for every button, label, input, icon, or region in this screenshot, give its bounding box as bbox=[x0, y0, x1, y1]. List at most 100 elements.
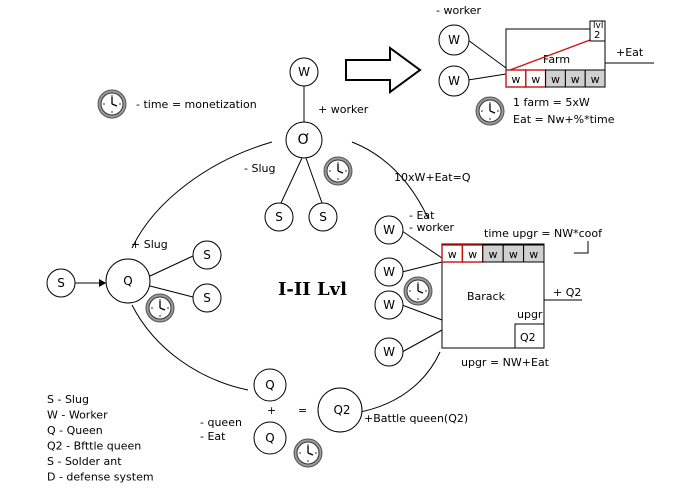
barrack-worker-node-1 bbox=[374, 215, 404, 245]
left-slug-out-node-1 bbox=[192, 240, 222, 270]
barrack-plus-q2: + Q2 bbox=[553, 286, 581, 299]
center-slug-node-2-label: S bbox=[319, 210, 327, 224]
time-legend-text: - time = monetization bbox=[136, 98, 257, 111]
barrack-worker-node-2 bbox=[374, 257, 404, 287]
farm-formula-2: Eat = Nw+%*time bbox=[513, 113, 615, 126]
barrack-upgr-value: Q2 bbox=[520, 331, 536, 344]
arc-bottom-right bbox=[359, 351, 441, 413]
left-slug-node-label: S bbox=[57, 276, 65, 290]
farm-minus-worker: - worker bbox=[436, 4, 481, 17]
left-slug-out-node-1-label: S bbox=[203, 248, 211, 262]
farm-slot-label-5: w bbox=[591, 73, 600, 86]
legend-item-4: Q2 - Bfttle queen bbox=[47, 440, 141, 453]
barrack-worker-node-1-label: W bbox=[383, 223, 395, 237]
center-queen-node bbox=[285, 121, 323, 159]
legend-item-3: Q - Queen bbox=[47, 424, 103, 437]
arrow-to-farm-icon bbox=[345, 46, 422, 94]
left-queen-node bbox=[105, 258, 151, 304]
barrack-clock-icon bbox=[403, 276, 433, 306]
legend-item-2: W - Worker bbox=[47, 409, 108, 422]
cycle-arcs bbox=[131, 141, 441, 413]
bottom-equals: = bbox=[298, 404, 307, 417]
center-cost-formula: 10xW+Eat=Q bbox=[394, 171, 471, 184]
farm-slot-label-1: w bbox=[511, 73, 520, 86]
farm-plus-eat: +Eat bbox=[616, 46, 644, 59]
barrack-worker-node-4 bbox=[374, 337, 404, 367]
time-legend-clock-icon bbox=[97, 89, 127, 119]
bottom-queen-node-1-label: Q bbox=[265, 378, 274, 392]
bottom-group: Q + Q - queen - Eat = Q2 +Battle queen(Q… bbox=[200, 368, 468, 468]
barrack-upgr-formula: upgr = NW+Eat bbox=[461, 356, 550, 369]
bottom-plus: + bbox=[267, 404, 276, 417]
legend-item-1: S - Slug bbox=[47, 393, 89, 406]
farm-level-box bbox=[589, 20, 606, 42]
left-slug-out-node-2-label: S bbox=[203, 291, 211, 305]
battle-queen-node-label: Q2 bbox=[333, 403, 350, 417]
left-clock-icon bbox=[145, 293, 175, 323]
barrack-worker-node-2-label: W bbox=[383, 265, 395, 279]
barrack-slot-label-5: w bbox=[529, 248, 538, 261]
barrack-minus-eat: - Eat bbox=[409, 209, 435, 222]
bottom-queen-node-2-label: Q bbox=[265, 431, 274, 445]
barrack-slot-label-3: w bbox=[489, 248, 498, 261]
left-plus-slug: + Slug bbox=[131, 238, 168, 251]
barrack-group: - Eat - worker time upgr = NW*coof W W W… bbox=[374, 209, 603, 369]
bottom-minus-eat: - Eat bbox=[200, 430, 226, 443]
farm-worker-node-2-label: W bbox=[448, 74, 460, 88]
farm-clock-icon bbox=[475, 96, 505, 126]
arc-bottom-left bbox=[131, 304, 249, 391]
barrack-worker-node-3 bbox=[374, 290, 404, 320]
farm-slot-label-4: w bbox=[571, 73, 580, 86]
center-worker-node bbox=[289, 57, 319, 87]
farm-worker-node-1 bbox=[438, 24, 470, 56]
center-plus-worker: + worker bbox=[318, 103, 369, 116]
barrack-time-upgr: time upgr = NW*coof bbox=[484, 227, 603, 240]
legend-item-5: S - Solder ant bbox=[47, 455, 122, 468]
center-queen-node-label: Ơ bbox=[298, 132, 311, 148]
legend-item-6: D - defense system bbox=[47, 471, 154, 484]
bottom-queen-node-2 bbox=[253, 421, 287, 455]
legend: S - Slug W - Worker Q - Queen Q2 - Bfttle q… bbox=[47, 393, 154, 484]
center-clock-icon bbox=[323, 156, 353, 186]
farm-title: Farm bbox=[543, 53, 570, 66]
farm-worker-node-2 bbox=[438, 65, 470, 97]
barrack-worker-node-4-label: W bbox=[383, 345, 395, 359]
barrack-title: Barack bbox=[467, 290, 506, 303]
left-slug-out-node-2 bbox=[192, 283, 222, 313]
center-slug-node-1 bbox=[264, 202, 294, 232]
left-group: S Q + Slug S S bbox=[46, 238, 222, 323]
arc-top-left bbox=[131, 141, 273, 249]
center-group: W + worker Ơ - Slug S S 10xW+Eat=Q bbox=[244, 57, 471, 232]
center-slug-node-1-label: S bbox=[275, 210, 283, 224]
center-slug-node-2 bbox=[308, 202, 338, 232]
bottom-battle-queen: +Battle queen(Q2) bbox=[364, 412, 468, 425]
barrack-slot-label-1: w bbox=[448, 248, 457, 261]
farm-formula-1: 1 farm = 5xW bbox=[513, 96, 590, 109]
farm-worker-node-1-label: W bbox=[448, 33, 460, 47]
farm-level-label: lvl bbox=[593, 21, 603, 31]
bottom-minus-queen: - queen bbox=[200, 416, 242, 429]
farm-slot-label-2: w bbox=[531, 73, 540, 86]
farm-slot-5 bbox=[584, 69, 606, 88]
barrack-slot-5 bbox=[523, 244, 545, 263]
bottom-queen-node-1 bbox=[253, 368, 287, 402]
left-queen-node-label: Q bbox=[123, 274, 132, 288]
diagram-title: I-II Lvl bbox=[278, 279, 347, 300]
barrack-slot-label-2: w bbox=[468, 248, 477, 261]
barrack-minus-worker: - worker bbox=[409, 221, 454, 234]
barrack-upgr-label: upgr bbox=[517, 308, 543, 321]
battle-queen-node bbox=[317, 387, 363, 433]
bottom-clock-icon bbox=[293, 438, 323, 468]
center-minus-slug: - Slug bbox=[244, 162, 275, 175]
barrack-worker-node-3-label: W bbox=[383, 298, 395, 312]
barrack-slot-label-4: w bbox=[509, 248, 518, 261]
center-worker-node-label: W bbox=[298, 65, 310, 79]
arc-top-right bbox=[351, 141, 429, 219]
farm-slot-label-3: w bbox=[551, 73, 560, 86]
barrack-upgr-box bbox=[514, 323, 545, 349]
